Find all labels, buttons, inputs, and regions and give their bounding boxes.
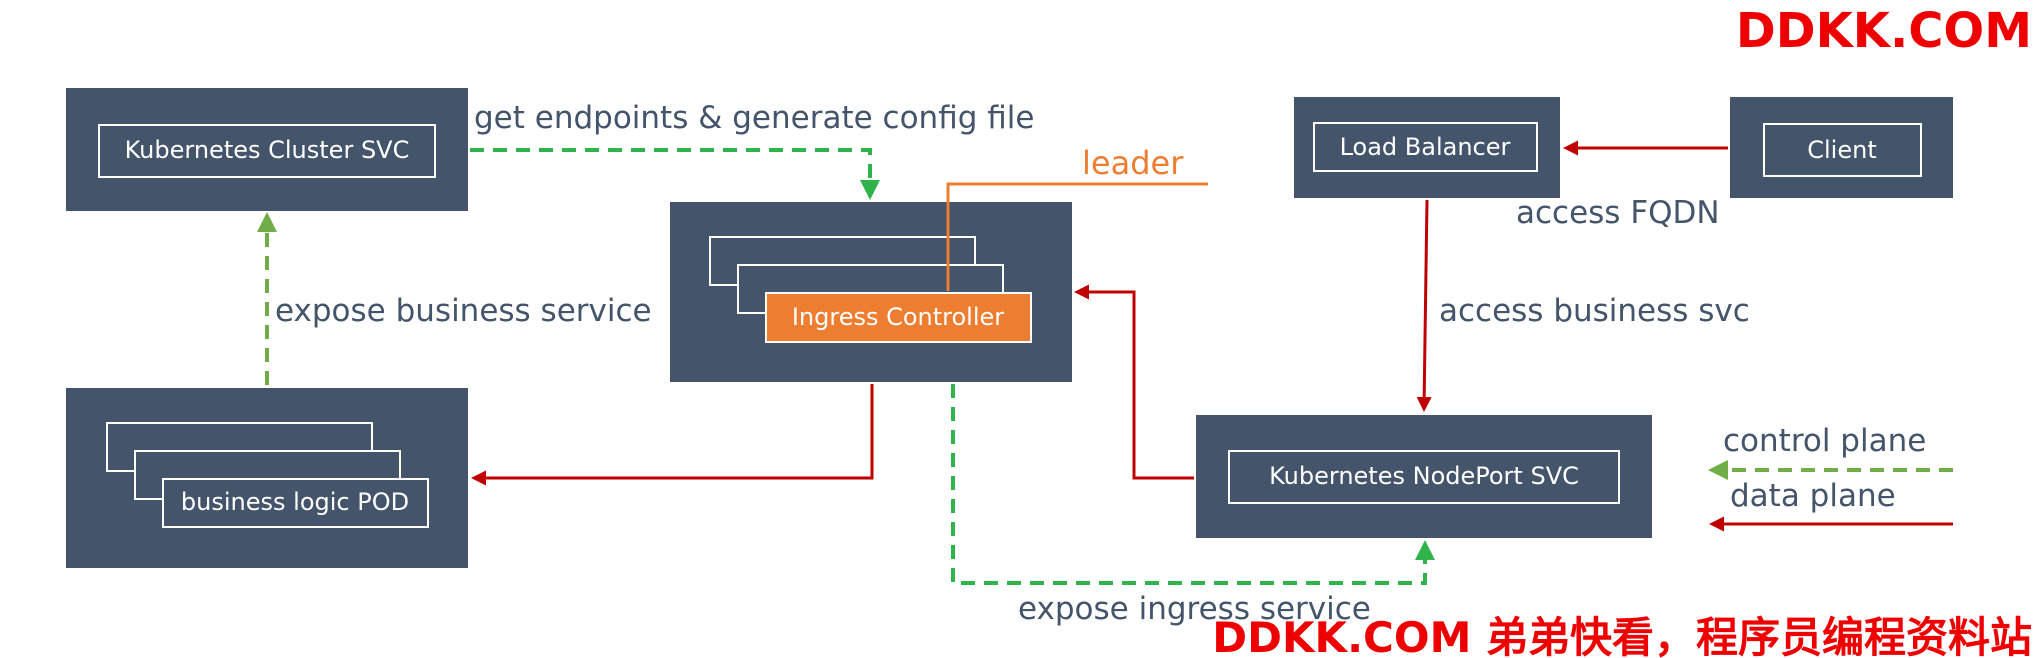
label-access-fqdn: access FQDN [1516,195,1720,231]
label-get-endpoints: get endpoints & generate config file [474,100,1034,136]
edge-nodeport-to-ingress [1074,284,1194,480]
legend-data-plane-label: data plane [1730,478,1896,514]
client-label: Client [1807,136,1876,164]
watermark-top: DDKK.COM [1736,3,2032,59]
business-pod-node: business logic POD [66,388,468,568]
label-expose-business: expose business service [275,293,652,329]
label-leader: leader [1082,144,1184,182]
ingress-controller-label: Ingress Controller [792,303,1004,331]
edge-ingress-to-pod [471,384,874,486]
client-node: Client [1730,97,1953,198]
edge-lb-to-nodeport [1416,199,1432,412]
business-pod-label: business logic POD [181,488,409,516]
cluster-svc-label: Kubernetes Cluster SVC [125,136,410,164]
legend-control-plane-label: control plane [1723,423,1926,459]
cluster-svc-node: Kubernetes Cluster SVC [66,88,468,211]
label-access-business-svc: access business svc [1439,293,1750,329]
watermark-bottom: DDKK.COM 弟弟快看，程序员编程资料站 [1212,613,2032,658]
legend: control plane data plane [1708,423,1953,532]
load-balancer-node: Load Balancer [1294,97,1560,198]
load-balancer-label: Load Balancer [1340,133,1511,161]
edge-expose-ingress [951,384,1435,585]
nodeport-svc-node: Kubernetes NodePort SVC [1196,415,1652,538]
nodeport-svc-label: Kubernetes NodePort SVC [1269,462,1579,490]
edge-get-endpoints [470,148,880,200]
ingress-controller-node: Ingress Controller [670,202,1072,382]
label-expose-ingress: expose ingress service [1018,591,1371,627]
edge-leader [946,182,1208,291]
